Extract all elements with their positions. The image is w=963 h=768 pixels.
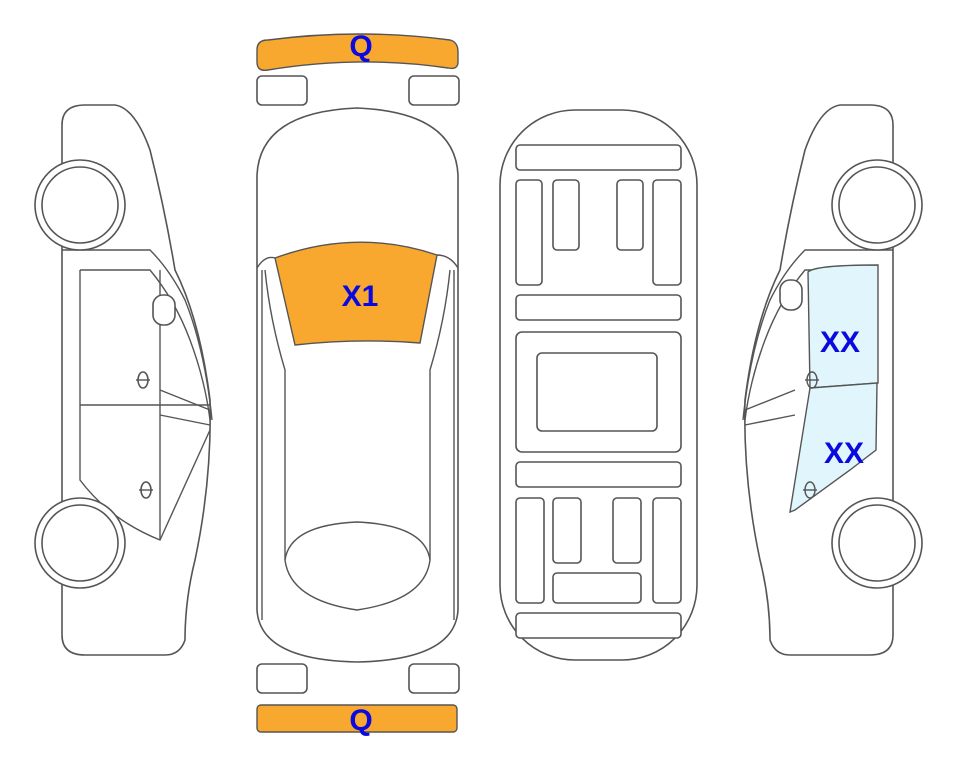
door-handle-icon	[136, 371, 150, 389]
right-rear-door[interactable]	[789, 382, 878, 514]
left-headlight[interactable]	[256, 75, 308, 106]
top-view: Q X1 Q	[256, 30, 460, 737]
front-bumper-label: Q	[349, 30, 372, 63]
top-body-outline[interactable]	[256, 107, 459, 663]
right-headlight[interactable]	[408, 75, 460, 106]
door-handle-icon	[803, 481, 817, 499]
rear-bumper[interactable]	[256, 704, 458, 733]
right-rear-door-label: XX	[824, 437, 864, 470]
door-handle-icon	[805, 371, 819, 389]
door-handle-icon	[139, 481, 153, 499]
right-side-view: XX XX	[742, 104, 923, 656]
left-taillight[interactable]	[256, 663, 308, 694]
right-taillight[interactable]	[408, 663, 460, 694]
underside-view	[499, 109, 698, 661]
rear-bumper-label: Q	[349, 704, 372, 737]
right-front-door-label: XX	[820, 326, 860, 359]
front-bumper[interactable]	[256, 33, 459, 72]
windshield-label: X1	[342, 280, 379, 313]
windshield[interactable]	[274, 241, 438, 346]
right-front-door[interactable]	[807, 264, 879, 389]
left-side-view	[34, 104, 213, 656]
